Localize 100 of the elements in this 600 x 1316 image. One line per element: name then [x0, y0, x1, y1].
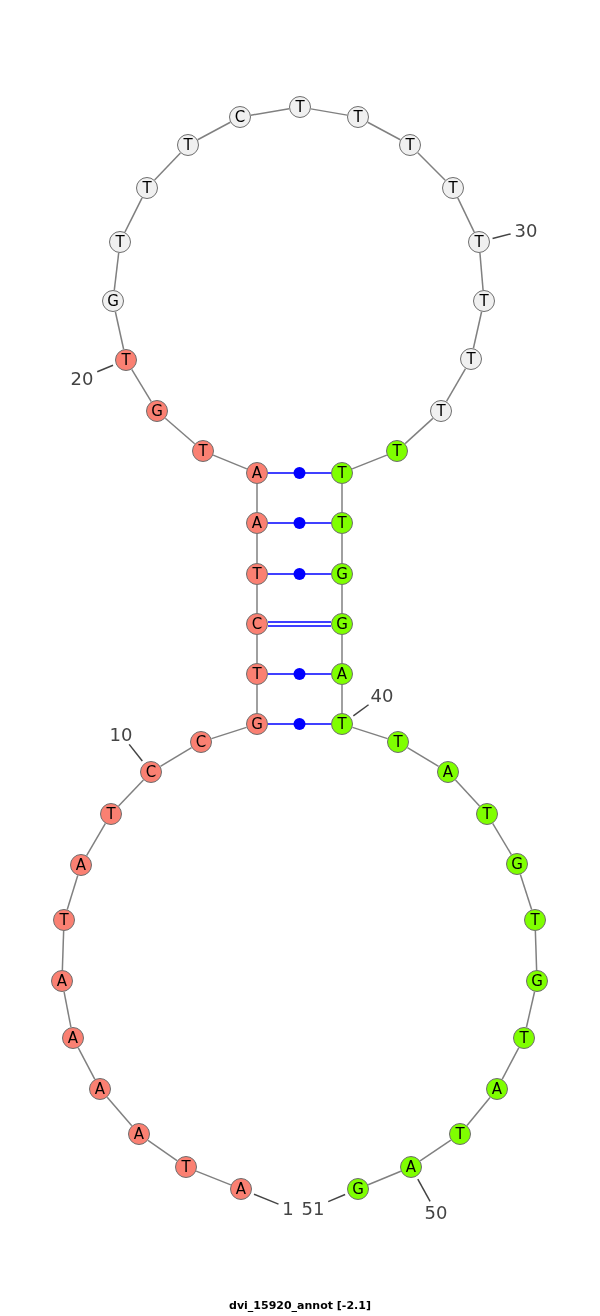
- nucleotide-circle: T: [289, 96, 311, 118]
- backbone-line: [117, 779, 145, 807]
- backbone-line: [525, 990, 536, 1029]
- nucleotide-circle: A: [230, 1178, 252, 1200]
- backbone-line: [406, 746, 440, 768]
- backbone-line: [256, 634, 258, 664]
- backbone-line: [534, 930, 538, 971]
- nucleotide-circle: T: [387, 731, 409, 753]
- backbone-line: [366, 121, 402, 141]
- nucleotide-circle: T: [476, 803, 498, 825]
- nucleotide-circle: T: [100, 803, 122, 825]
- nucleotide-circle: A: [437, 761, 459, 783]
- backbone-line: [124, 197, 143, 233]
- backbone-line: [367, 1170, 402, 1186]
- backbone-line: [419, 1139, 452, 1162]
- backbone-line: [114, 311, 125, 350]
- backbone-line: [212, 454, 248, 470]
- nucleotide-circle: T: [430, 400, 452, 422]
- nucleotide-circle: T: [331, 713, 353, 735]
- nucleotide-circle: A: [89, 1078, 111, 1100]
- position-number: 20: [69, 368, 95, 388]
- caption: dvi_15920_annot [-2.1]: [228, 1299, 372, 1312]
- nucleotide-circle: T: [53, 909, 75, 931]
- backbone-line: [417, 152, 446, 181]
- backbone-line: [256, 584, 258, 614]
- backbone-line: [195, 1170, 232, 1186]
- backbone-line: [454, 779, 481, 807]
- position-number: 10: [108, 724, 134, 744]
- nucleotide-circle: A: [400, 1156, 422, 1178]
- nucleotide-circle: G: [102, 290, 124, 312]
- nucleotide-circle: T: [331, 512, 353, 534]
- leader-line: [128, 743, 144, 762]
- nucleotide-circle: A: [246, 512, 268, 534]
- nucleotide-circle: C: [246, 613, 268, 635]
- base-pair-line: [267, 673, 332, 675]
- leader-line: [327, 1193, 346, 1203]
- backbone-line: [250, 108, 290, 116]
- nucleotide-circle: G: [331, 613, 353, 635]
- nucleotide-circle: T: [399, 134, 421, 156]
- nucleotide-circle: T: [468, 231, 490, 253]
- backbone-line: [147, 1139, 178, 1162]
- backbone-line: [61, 930, 65, 971]
- backbone-line: [404, 417, 434, 445]
- backbone-line: [457, 197, 475, 233]
- backbone-line: [63, 991, 72, 1028]
- nucleotide-circle: G: [347, 1178, 369, 1200]
- nucleotide-circle: G: [246, 713, 268, 735]
- backbone-line: [77, 1046, 96, 1081]
- position-number: 50: [423, 1202, 449, 1222]
- nucleotide-circle: G: [526, 970, 548, 992]
- nucleotide-circle: G: [506, 853, 528, 875]
- nucleotide-circle: C: [229, 106, 251, 128]
- position-number: 1: [281, 1198, 295, 1218]
- backbone-line: [341, 533, 343, 564]
- nucleotide-circle: T: [524, 909, 546, 931]
- nucleotide-circle: T: [109, 231, 131, 253]
- nucleotide-circle: T: [192, 440, 214, 462]
- backbone-line: [164, 417, 196, 445]
- backbone-line: [479, 252, 484, 291]
- nucleotide-circle: A: [128, 1123, 150, 1145]
- nucleotide-circle: T: [246, 663, 268, 685]
- backbone-line: [85, 822, 107, 857]
- nucleotide-circle: T: [513, 1027, 535, 1049]
- backbone-line: [130, 368, 153, 403]
- backbone-line: [519, 873, 533, 911]
- nucleotide-circle: T: [386, 440, 408, 462]
- backbone-line: [472, 311, 483, 349]
- backbone-line: [341, 483, 343, 513]
- backbone-line: [341, 584, 343, 614]
- backbone-line: [341, 684, 343, 714]
- backbone-line: [153, 152, 182, 181]
- nucleotide-circle: A: [51, 970, 73, 992]
- base-pair-line: [267, 723, 332, 725]
- leader-line: [417, 1178, 431, 1203]
- nucleotide-circle: T: [347, 106, 369, 128]
- leader-line: [491, 233, 512, 240]
- nucleotide-circle: A: [331, 663, 353, 685]
- nucleotide-circle: T: [473, 290, 495, 312]
- nucleotide-circle: A: [70, 854, 92, 876]
- nucleotide-circle: T: [136, 177, 158, 199]
- leader-line: [96, 364, 114, 373]
- nucleotide-circle: T: [442, 177, 464, 199]
- position-number: 51: [300, 1198, 326, 1218]
- leader-line: [253, 1193, 280, 1205]
- nucleotide-circle: T: [246, 563, 268, 585]
- nucleotide-circle: T: [115, 349, 137, 371]
- nucleotide-circle: C: [140, 761, 162, 783]
- nucleotide-circle: A: [246, 462, 268, 484]
- backbone-line: [159, 746, 193, 768]
- nucleotide-circle: T: [175, 1156, 197, 1178]
- backbone-line: [501, 1046, 520, 1081]
- backbone-line: [256, 533, 258, 564]
- backbone-line: [351, 454, 388, 470]
- nucleotide-circle: T: [177, 134, 199, 156]
- nucleotide-circle: T: [449, 1123, 471, 1145]
- backbone-line: [256, 684, 258, 714]
- nucleotide-circle: T: [460, 348, 482, 370]
- position-number: 30: [513, 220, 539, 240]
- nucleotide-circle: G: [331, 563, 353, 585]
- leader-line: [352, 704, 370, 717]
